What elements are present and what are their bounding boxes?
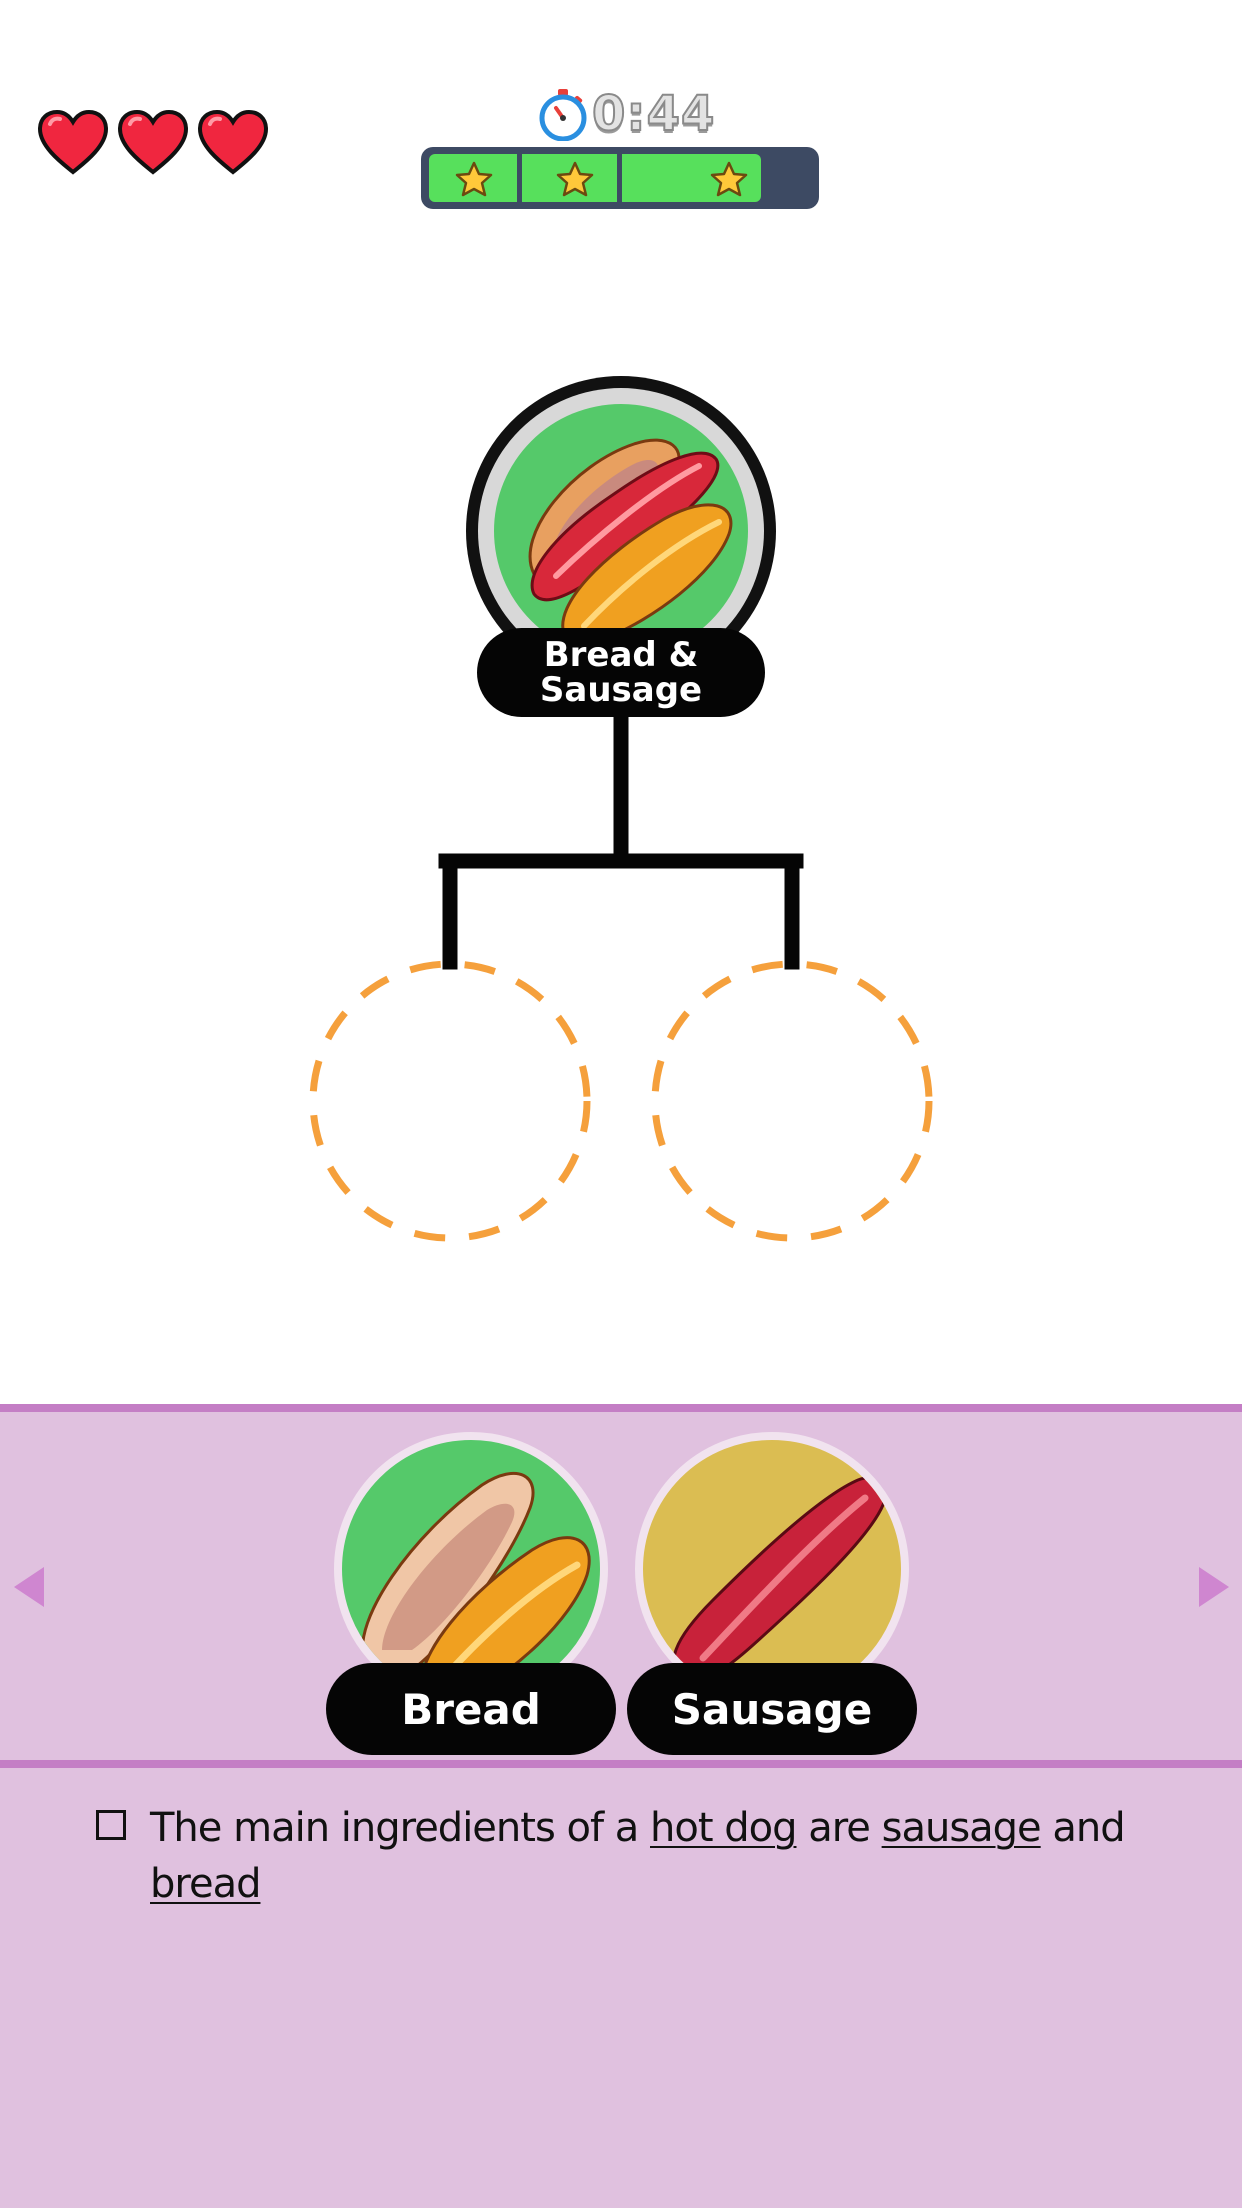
tray-item-sausage-label[interactable]: Sausage <box>627 1663 917 1755</box>
clue-keyword: bread <box>150 1861 261 1907</box>
clue-fragment: The main ingredients of a <box>150 1805 650 1851</box>
clue: The main ingredients of a hot dog are sa… <box>96 1800 1156 1912</box>
clue-text: The main ingredients of a hot dog are sa… <box>150 1800 1156 1912</box>
progress-divider <box>617 154 622 202</box>
empty-ingredient-slot <box>309 960 591 1242</box>
hot-dog-icon <box>528 438 733 646</box>
target-image-bg <box>494 404 748 658</box>
clue-keyword: hot dog <box>650 1805 797 1851</box>
star-icon <box>556 161 594 197</box>
bread-bun-icon <box>361 1471 591 1698</box>
heart-icon <box>117 109 189 175</box>
clue-checkbox <box>96 1810 126 1840</box>
ingredient-slot-left[interactable] <box>311 962 589 1240</box>
heart-icon <box>197 109 269 175</box>
target-label: Bread & Sausage <box>477 628 765 717</box>
clue-keyword: sausage <box>881 1805 1042 1851</box>
clue-fragment: are <box>796 1805 882 1851</box>
progress-track <box>429 154 811 202</box>
progress-divider <box>517 154 522 202</box>
tray-item-sausage[interactable] <box>635 1432 909 1706</box>
target-node <box>466 376 776 686</box>
progress-bar <box>421 147 819 209</box>
tray-item-bread-label[interactable]: Bread <box>326 1663 616 1755</box>
sausage-icon <box>672 1476 887 1683</box>
empty-ingredient-slot <box>651 960 933 1242</box>
triangle-right-icon[interactable] <box>1199 1567 1229 1607</box>
tray-divider <box>0 1760 1242 1768</box>
ingredient-slot-right[interactable] <box>653 962 931 1240</box>
heart-icon <box>37 109 109 175</box>
star-icon <box>710 161 748 197</box>
recipe-tree-connector <box>309 707 933 1242</box>
stopwatch-icon <box>539 89 587 141</box>
clue-fragment: and <box>1040 1805 1125 1851</box>
star-icon <box>455 161 493 197</box>
triangle-left-icon[interactable] <box>14 1567 44 1607</box>
timer-text: 0:44 <box>591 85 716 143</box>
lives-display <box>36 108 270 176</box>
tray-item-bread[interactable] <box>334 1432 608 1706</box>
ingredient-tray <box>0 1404 1242 2208</box>
timer: 0:44 <box>538 85 716 143</box>
